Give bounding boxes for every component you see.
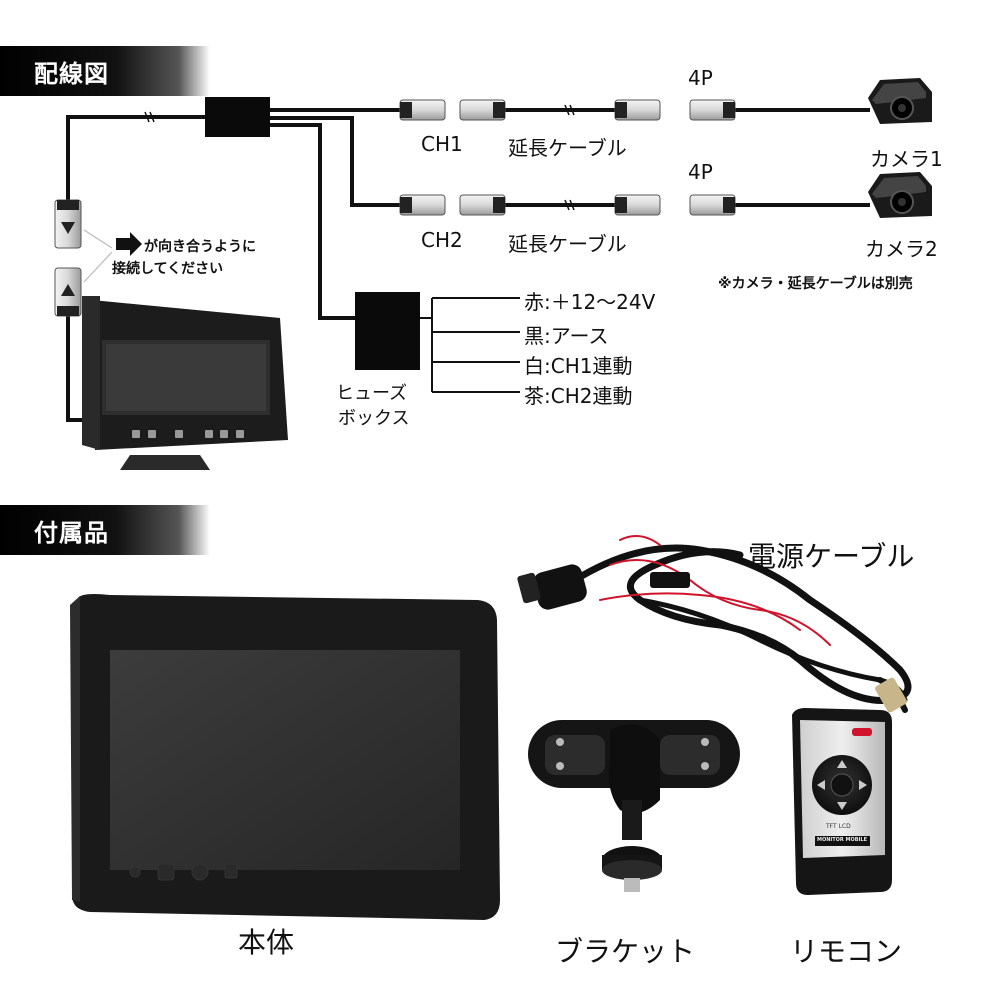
connector-4p-2-label: 4P [688,160,713,184]
fuse-box-icon [355,292,420,370]
main-monitor-screen [110,650,460,870]
bracket-icon [528,720,740,892]
accessories-illustration [70,535,912,920]
camera-2-label: カメラ2 [865,237,938,261]
connectors-ch2 [399,194,736,216]
ch1-label: CH1 [421,132,463,156]
wire-label-black: 黒:アース [524,324,609,348]
connectors-ch1 [399,99,736,121]
wire-fuse-feed [270,123,355,320]
monitor-label: 本体 [238,926,295,959]
connect-note-line1: が向き合うように [144,239,256,255]
ch2-label: CH2 [421,228,463,252]
connect-note-line2: 接続してください [112,261,224,277]
section-banner-accessories: 付属品 [0,505,210,555]
main-monitor-icon [70,594,500,920]
power-cable-icon [517,535,912,713]
extension-cable-1-label: 延長ケーブル [508,136,627,160]
arrow-right-icon [116,232,142,256]
remote-label: リモコン [790,935,903,968]
small-monitor-icon [82,296,288,470]
wire-label-red: 赤:＋12～24V [524,290,656,314]
wire-fuse-trunk [420,317,433,392]
small-monitor-stand [120,455,210,470]
camera-1-label: カメラ1 [870,147,943,171]
wiring-diagram [54,78,932,470]
remote-power-button [852,728,872,736]
section-banner-wiring: 配線図 [0,46,210,96]
arrow-up-icon [61,284,75,296]
note-pointer-lines [83,229,113,283]
fuse-box-label-line1: ヒューズ [336,383,408,404]
remote-text-brand: MONITOR MOBILE [817,837,868,843]
extension-cable-2-label: 延長ケーブル [508,232,627,256]
arrow-down-icon [61,222,75,234]
monitor-connector-pair [54,199,82,317]
wire-label-brown: 茶:CH2連動 [524,384,633,408]
wire-label-white: 白:CH1連動 [524,354,633,378]
connector-4p-1-label: 4P [688,66,713,90]
power-cable-label: 電源ケーブル [748,540,915,573]
camera-1-icon [868,78,932,124]
camera-2-icon [868,172,932,218]
fuse-box-label-line2: ボックス [338,408,410,429]
remote-icon [792,708,892,895]
wire-ch2 [270,116,400,207]
separate-sale-note: ※カメラ・延長ケーブルは別売 [718,276,913,292]
section-title-accessories: 付属品 [34,518,109,547]
harness-splitter [205,97,270,137]
break-marks [144,104,575,211]
bracket-label: ブラケット [555,935,696,968]
wire-main-left [66,115,205,200]
section-title-wiring: 配線図 [34,59,109,88]
remote-text-lcd: TFT LCD [826,823,851,830]
